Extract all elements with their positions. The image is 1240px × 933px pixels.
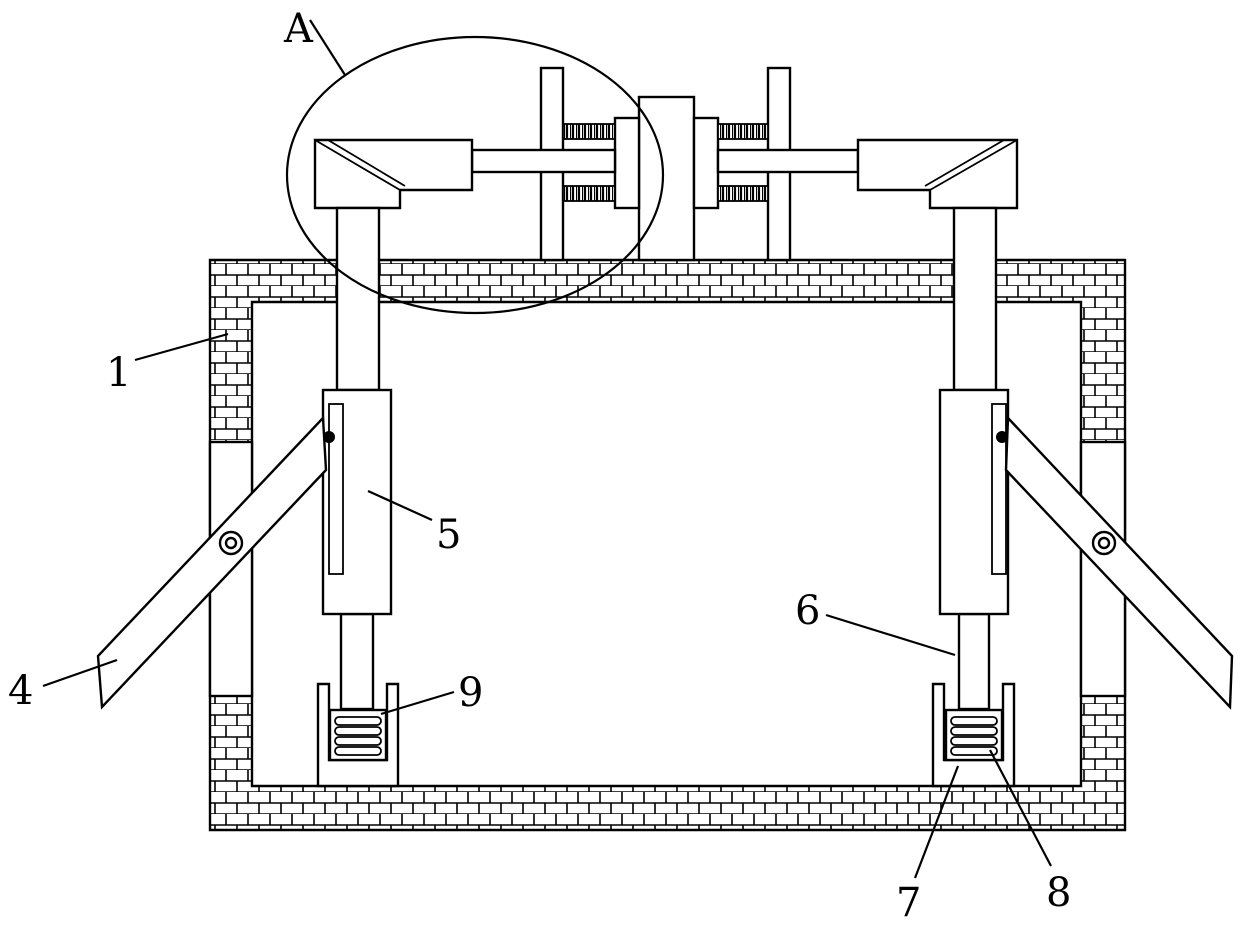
label-5: 5 <box>436 512 461 558</box>
label-6: 6 <box>795 588 820 634</box>
label-8: 8 <box>1046 870 1071 916</box>
label-7: 7 <box>896 880 921 926</box>
label-A: A <box>283 6 314 52</box>
label-9: 9 <box>458 670 483 716</box>
label-1: 1 <box>106 350 131 396</box>
top-adjust-mechanism <box>315 68 1017 260</box>
label-4: 4 <box>8 668 33 714</box>
